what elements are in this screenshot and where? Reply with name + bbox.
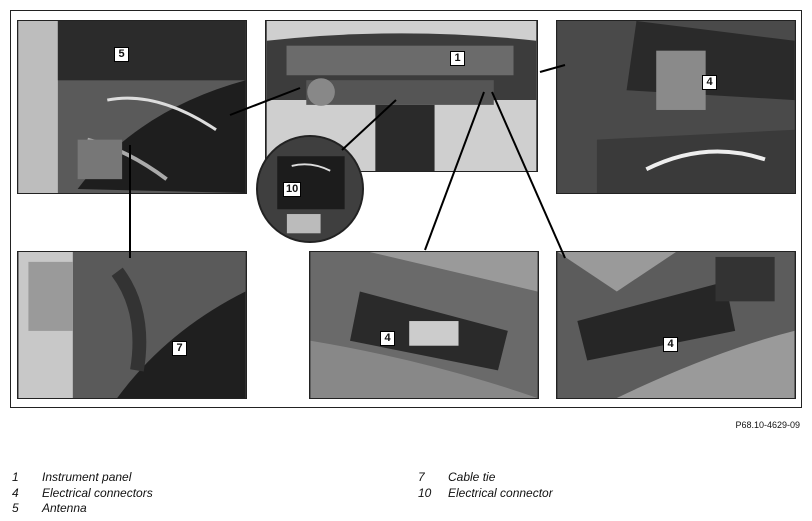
callout-connector-upper-right: 4 <box>702 75 717 90</box>
photo-antenna-area <box>17 20 247 194</box>
legend-left: 1 Instrument panel 4 Electrical connecto… <box>12 470 153 517</box>
callout-instrument-panel: 1 <box>450 51 465 66</box>
photo-connector-lower-middle <box>309 251 539 399</box>
legend-item: 10 Electrical connector <box>418 485 553 500</box>
legend-right: 7 Cable tie 10 Electrical connector <box>418 470 553 501</box>
callout-antenna: 5 <box>114 47 129 62</box>
callout-electrical-connector: 10 <box>283 182 302 197</box>
legend-item: 5 Antenna <box>12 501 87 515</box>
legend-item: 4 Electrical connectors <box>12 485 153 500</box>
figure-reference: P68.10-4629-09 <box>735 420 800 430</box>
legend-item: 1 Instrument panel <box>12 470 132 484</box>
photo-connector-upper-right <box>556 20 796 194</box>
callout-connector-lower-middle: 4 <box>380 331 395 346</box>
photo-cable-tie <box>17 251 247 399</box>
photo-connector-lower-right <box>556 251 796 399</box>
legend-item: 7 Cable tie <box>418 470 496 484</box>
photo-zoom-electrical-connector <box>256 135 364 243</box>
callout-cable-tie: 7 <box>172 341 187 356</box>
callout-connector-lower-right: 4 <box>663 337 678 352</box>
